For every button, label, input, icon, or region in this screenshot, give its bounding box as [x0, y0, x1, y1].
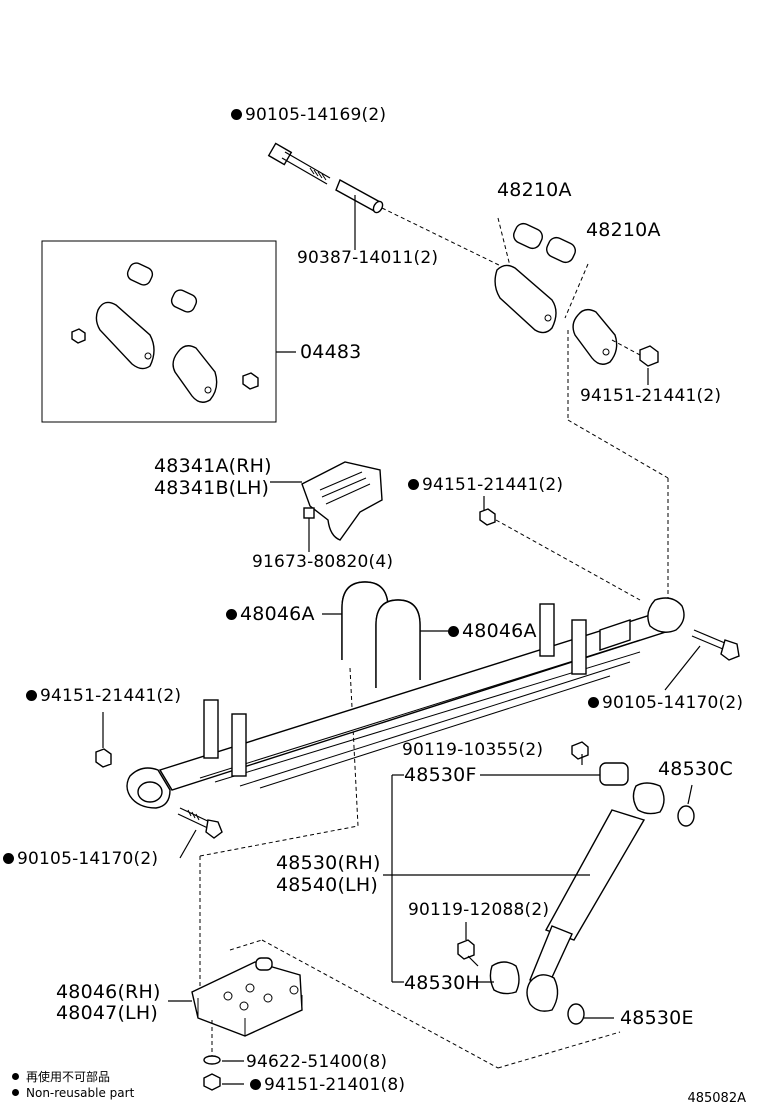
bullet-icon: [12, 1073, 19, 1080]
shackle-assembly: [494, 217, 669, 600]
label-bolt-shock-top: 90119-10355(2): [402, 740, 544, 760]
label-washer: 94622-51400(8): [246, 1052, 388, 1072]
label-bush-a2: 48210A: [586, 219, 661, 241]
label-bolt-top: 90105-14169(2): [231, 105, 386, 125]
legend-text-1: 再使用不可部品: [26, 1070, 111, 1084]
label-bush-c: 48530C: [658, 758, 733, 780]
bracket: [270, 461, 383, 552]
label-nut-bottom: 94151-21401(8): [250, 1075, 405, 1095]
label-nut-left: 94151-21441(2): [26, 686, 181, 706]
legend-line-2: Non-reusable part: [12, 1086, 134, 1100]
label-bolt-right: 90105-14170(2): [588, 693, 743, 713]
legend-line-1: 再使用不可部品: [12, 1068, 110, 1085]
label-ubolt-left: 48046A: [226, 604, 315, 624]
left-eye-bolt: [177, 807, 223, 859]
top-pin: [335, 179, 384, 214]
shock-absorber: [457, 741, 695, 1025]
legend-text-2: Non-reusable part: [26, 1086, 135, 1100]
label-bolt-bracket: 91673-80820(4): [252, 552, 394, 572]
label-nut-shackle: 94151-21441(2): [580, 386, 722, 406]
nut-mid: [479, 508, 496, 526]
label-ubolt-right: 48046A: [448, 621, 537, 641]
label-nut-mid: 94151-21441(2): [408, 475, 563, 495]
label-bush-e: 48530E: [620, 1007, 694, 1029]
top-bolt: [267, 142, 331, 185]
label-pin-top: 90387-14011(2): [297, 248, 439, 268]
kit-box: [41, 240, 296, 423]
spring-seat: [168, 825, 621, 1091]
label-shock-lh: 48540(LH): [276, 874, 378, 896]
label-bracket-lh: 48341B(LH): [154, 477, 270, 499]
label-kit: 04483: [300, 341, 362, 363]
label-bolt-shock-low: 90119-12088(2): [408, 900, 550, 920]
label-bush-f: 48530F: [404, 764, 477, 786]
label-bolt-left-eye: 90105-14170(2): [3, 849, 158, 869]
nut-left: [95, 748, 112, 768]
label-bracket-rh: 48341A(RH): [154, 455, 272, 477]
u-bolts: [322, 581, 448, 827]
label-seat-rh: 48046(RH): [56, 981, 161, 1003]
bullet-icon: [12, 1089, 19, 1096]
label-bush-a1: 48210A: [497, 179, 572, 201]
label-seat-lh: 48047(LH): [56, 1002, 158, 1024]
right-eye-bolt: [664, 629, 740, 691]
label-shock-rh: 48530(RH): [276, 852, 381, 874]
leaf-spring: [126, 597, 685, 809]
diagram-code: 485082A: [687, 1091, 746, 1106]
label-bush-h: 48530H: [404, 972, 480, 994]
